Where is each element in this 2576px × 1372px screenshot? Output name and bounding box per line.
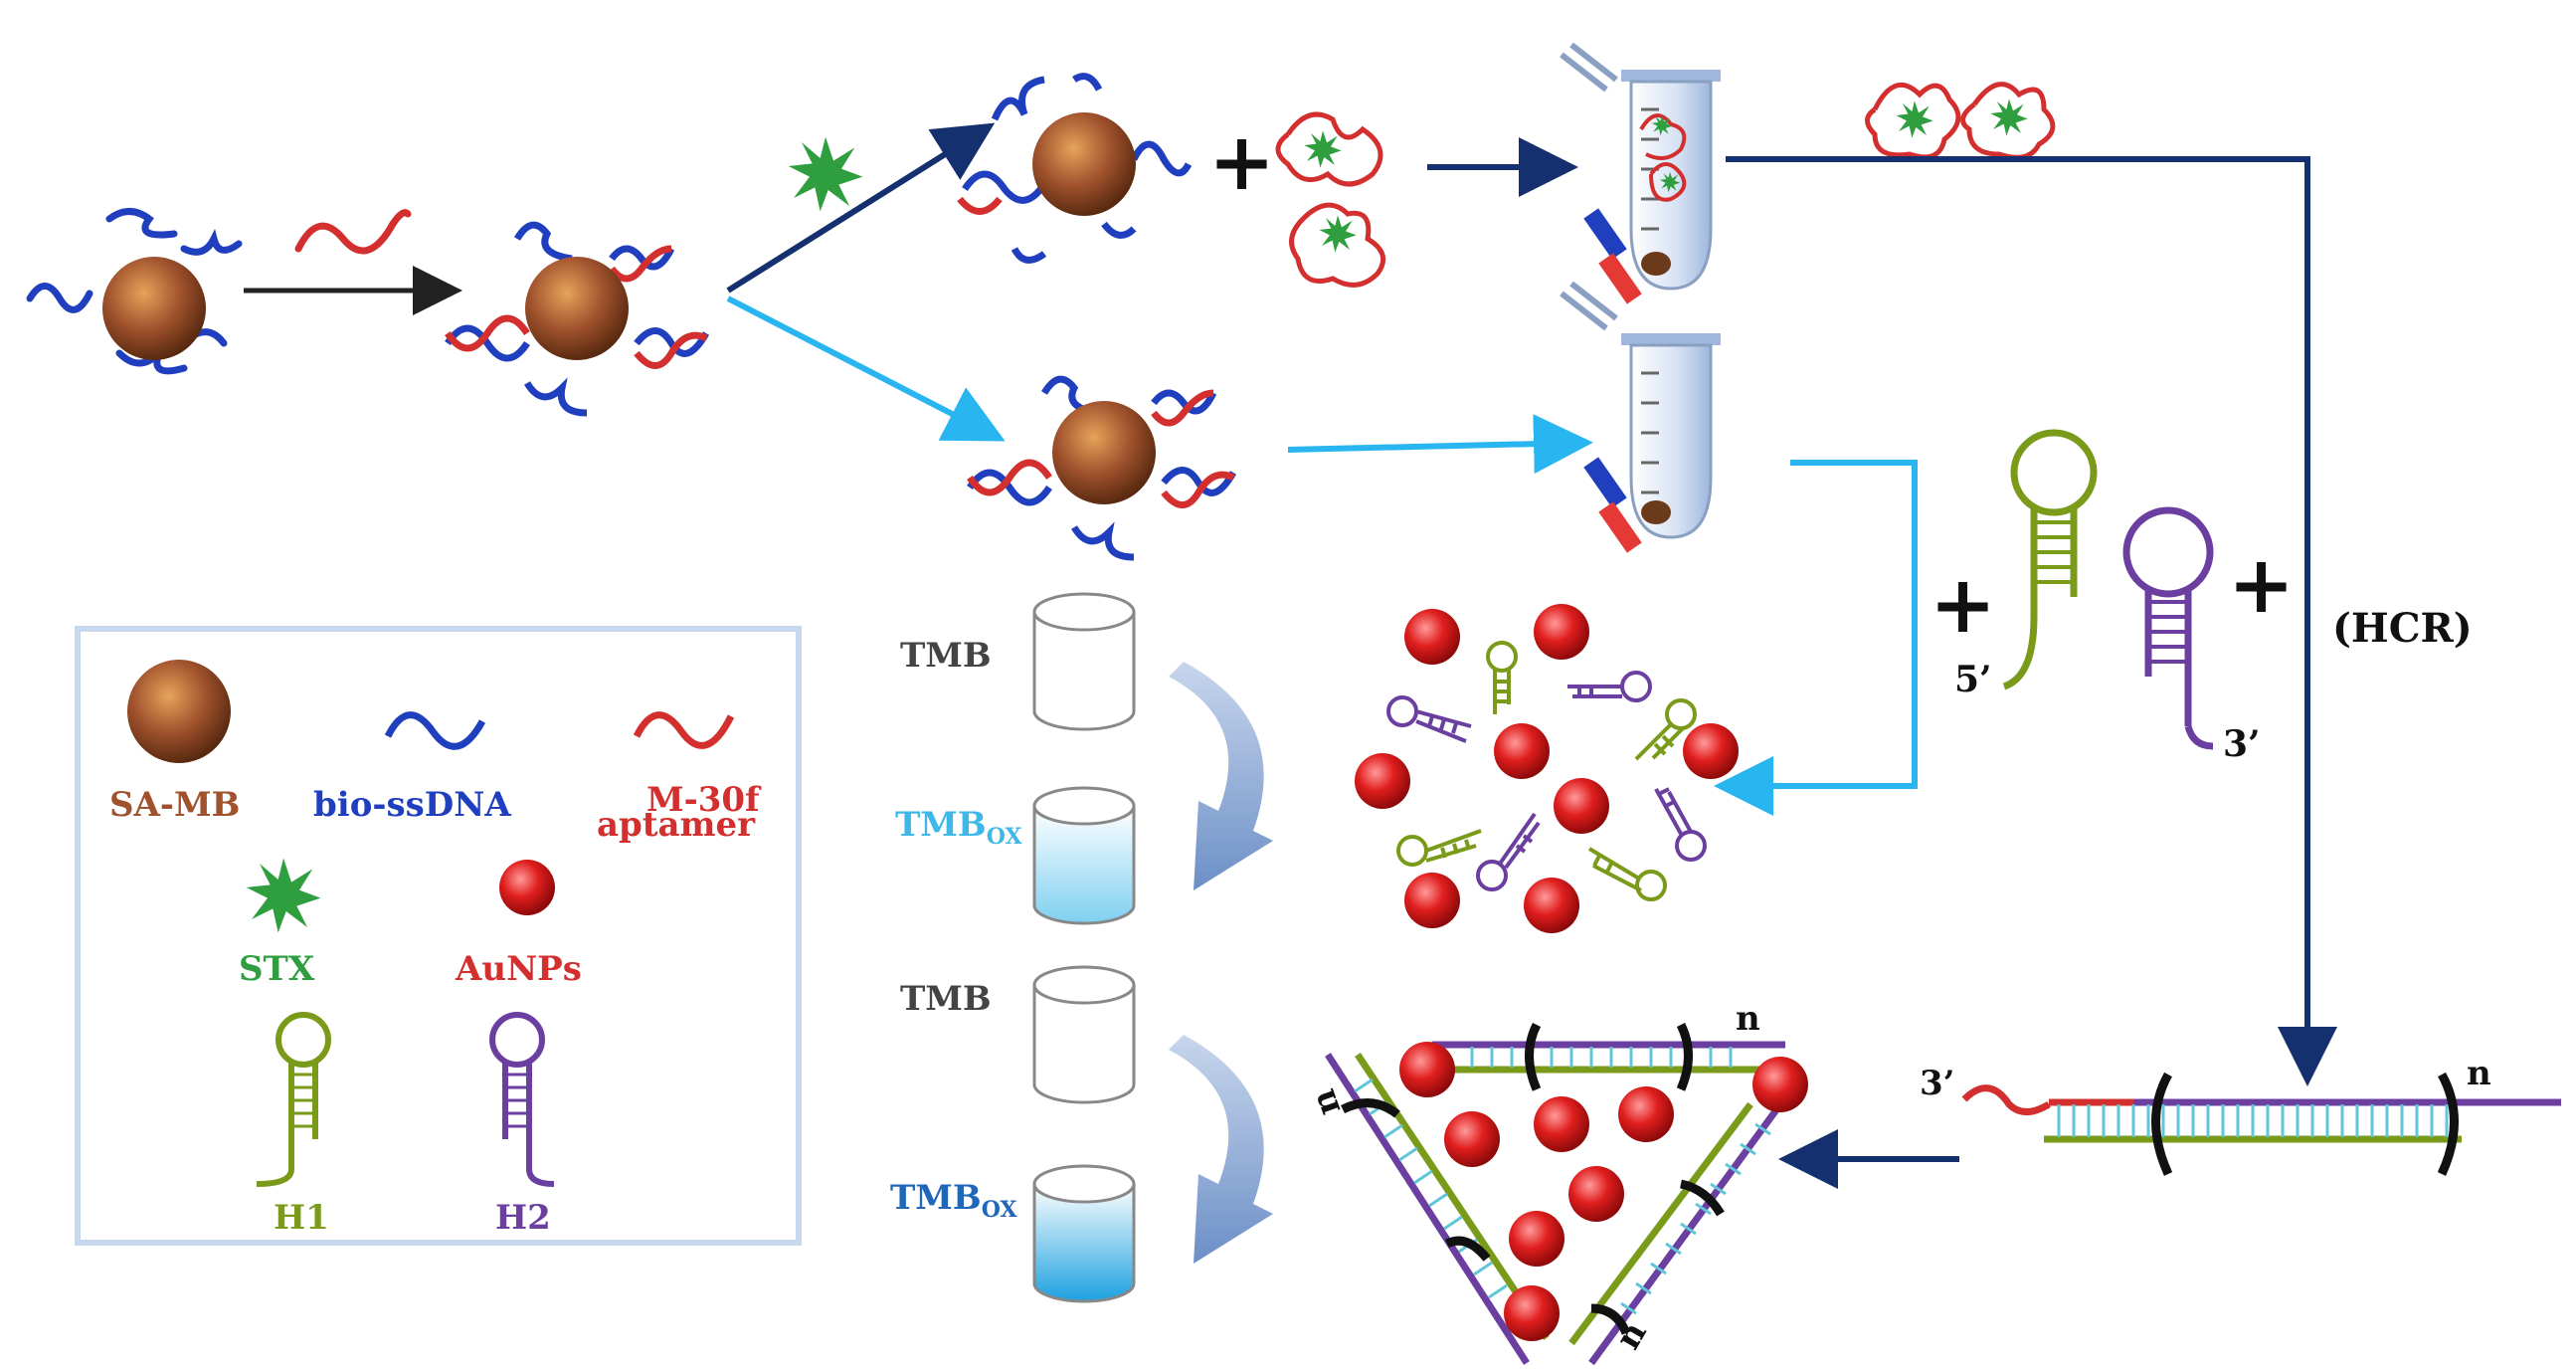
tmb-label-2: TMB bbox=[900, 979, 992, 1019]
svg-text:SA-MB: SA-MB bbox=[109, 785, 240, 825]
plus-sign-1: + bbox=[1208, 114, 1275, 208]
plus-sign-2: + bbox=[1930, 557, 1996, 651]
tmb-label-1: TMB bbox=[900, 636, 992, 676]
three-prime-label-duplex: 3’ bbox=[1920, 1064, 1955, 1103]
three-prime-label-h2: 3’ bbox=[2223, 723, 2261, 765]
tmbox-cup-1 bbox=[1032, 786, 1136, 925]
legend-item-bio-ssdna: bio-ssDNA bbox=[313, 711, 511, 825]
dark-path-to-hcr bbox=[1726, 156, 2337, 1086]
legend-item-aptamer: M-30f aptamer bbox=[597, 711, 762, 845]
aunp-aggregate-triangle bbox=[1325, 1022, 1808, 1366]
svg-text:aptamer: aptamer bbox=[597, 805, 756, 845]
magnetic-tube-2 bbox=[1560, 281, 1721, 553]
n-label-left: n bbox=[1303, 1084, 1349, 1121]
svg-text:H2: H2 bbox=[495, 1198, 551, 1238]
bead-with-ssdna-1 bbox=[26, 208, 243, 375]
tmb-cup-2 bbox=[1032, 965, 1136, 1104]
svg-text:STX: STX bbox=[239, 949, 315, 989]
legend-item-h1: H1 bbox=[256, 1012, 331, 1238]
hairpin-h1-large bbox=[2002, 429, 2098, 690]
legend-box: SA-MB bio-ssDNA M-30f aptamer STX AuNPs … bbox=[75, 626, 802, 1246]
bead-after-release-3 bbox=[957, 73, 1193, 264]
aptamer-stx-complex-2 bbox=[1289, 202, 1386, 288]
conversion-arrow-2 bbox=[1169, 1035, 1273, 1264]
svg-text:M-30f: M-30f bbox=[646, 780, 762, 820]
n-label-top: n bbox=[1736, 999, 1760, 1039]
hcr-label: (HCR) bbox=[2332, 605, 2473, 652]
arrow-to-control-branch bbox=[726, 295, 1006, 442]
hcr-long-duplex bbox=[1961, 1072, 2561, 1176]
aptamer-stx-complex-1 bbox=[1275, 111, 1383, 187]
tmbox-label-1: TMBOX bbox=[895, 805, 1022, 850]
dispersed-aunps-cluster bbox=[1355, 604, 1739, 933]
stx-icon bbox=[788, 136, 863, 212]
released-aptamer-stx-2 bbox=[1960, 82, 2056, 160]
bead-with-duplex-2 bbox=[445, 221, 710, 417]
light-path-to-dispersion bbox=[1714, 460, 1918, 816]
svg-text:AuNPs: AuNPs bbox=[455, 949, 582, 989]
legend-item-h2: H2 bbox=[489, 1012, 555, 1238]
legend-item-stx: STX bbox=[239, 858, 321, 989]
svg-text:bio-ssDNA: bio-ssDNA bbox=[313, 785, 511, 825]
plus-sign-3: + bbox=[2228, 537, 2295, 631]
arrow-to-tube-2 bbox=[1287, 414, 1593, 475]
aptamer-strand-1 bbox=[294, 209, 412, 255]
conversion-arrow-1 bbox=[1169, 662, 1273, 890]
legend-item-sa-mb: SA-MB bbox=[109, 660, 240, 825]
hairpin-h2-large bbox=[2122, 506, 2214, 750]
n-label-right: n bbox=[2467, 1054, 2491, 1093]
tmbox-label-2: TMBOX bbox=[890, 1178, 1017, 1223]
magnetic-tube-1 bbox=[1560, 42, 1721, 304]
tmb-cup-1 bbox=[1032, 592, 1136, 731]
released-aptamer-stx-1 bbox=[1865, 83, 1961, 160]
arrow-to-stx-branch bbox=[726, 122, 996, 294]
legend-item-aunps: AuNPs bbox=[455, 860, 582, 989]
tmbox-cup-2 bbox=[1032, 1164, 1136, 1303]
bead-with-duplex-control bbox=[967, 375, 1237, 561]
svg-text:H1: H1 bbox=[274, 1198, 329, 1238]
five-prime-label: 5’ bbox=[1954, 659, 1992, 700]
